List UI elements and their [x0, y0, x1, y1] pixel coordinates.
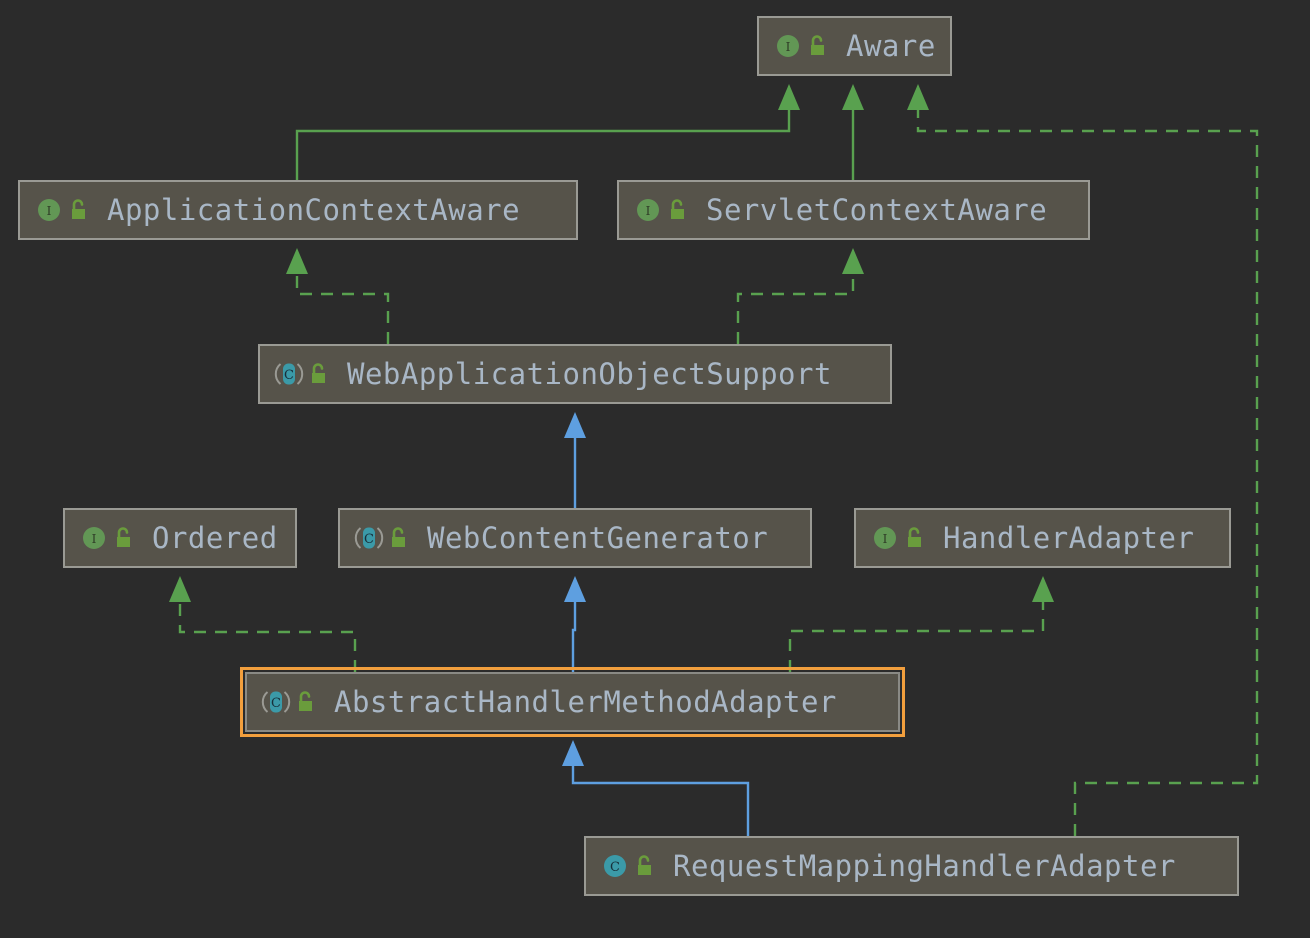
- edge-arrowhead-extends: [562, 740, 584, 766]
- public-unlocked-icon: [114, 526, 136, 550]
- class-node-label: Ordered: [152, 520, 278, 555]
- class-node-handlerAdapter[interactable]: I HandlerAdapter: [854, 508, 1231, 568]
- svg-text:I: I: [92, 532, 97, 546]
- class-node-label: AbstractHandlerMethodAdapter: [334, 684, 837, 719]
- public-unlocked-icon: [69, 198, 91, 222]
- abstract-class-icon: C: [261, 687, 291, 717]
- abstract-class-icon: C: [274, 359, 304, 389]
- edge-abstractHandlerMethodAdapter-to-ordered: [178, 602, 357, 672]
- svg-text:I: I: [786, 40, 791, 54]
- svg-text:C: C: [364, 532, 374, 547]
- class-node-webApplicationObjectSupport[interactable]: C WebApplicationObjectSupport: [258, 344, 892, 404]
- public-unlocked-icon: [309, 362, 331, 386]
- edge-webApplicationObjectSupport-to-applicationContextAware: [295, 274, 390, 344]
- edge-applicationContextAware-to-aware: [295, 110, 791, 180]
- class-node-servletContextAware[interactable]: I ServletContextAware: [617, 180, 1090, 240]
- class-node-label: ApplicationContextAware: [107, 192, 521, 227]
- edge-arrowhead-implements: [842, 248, 864, 274]
- interface-icon: I: [34, 195, 64, 225]
- abstract-class-icon: C: [354, 523, 384, 553]
- edge-arrowhead-implements: [907, 84, 929, 110]
- edge-arrowhead-extends: [842, 84, 864, 110]
- class-node-applicationContextAware[interactable]: I ApplicationContextAware: [18, 180, 578, 240]
- edge-arrowhead-implements: [286, 248, 308, 274]
- public-unlocked-icon: [389, 526, 411, 550]
- interface-icon: I: [773, 31, 803, 61]
- edge-abstractHandlerMethodAdapter-to-webContentGenerator: [571, 602, 577, 672]
- edge-arrowhead-extends: [778, 84, 800, 110]
- public-unlocked-icon: [808, 34, 830, 58]
- class-node-label: HandlerAdapter: [943, 520, 1195, 555]
- class-node-label: Aware: [846, 28, 936, 63]
- svg-text:I: I: [646, 204, 651, 218]
- svg-text:C: C: [284, 368, 294, 383]
- class-node-label: WebApplicationObjectSupport: [347, 356, 832, 391]
- class-node-ordered[interactable]: I Ordered: [63, 508, 297, 568]
- class-node-requestMappingHandlerAdapter[interactable]: C RequestMappingHandlerAdapter: [584, 836, 1239, 896]
- interface-icon: I: [79, 523, 109, 553]
- interface-icon: I: [870, 523, 900, 553]
- edge-webApplicationObjectSupport-to-servletContextAware: [736, 274, 855, 344]
- svg-text:C: C: [271, 696, 281, 711]
- edge-arrowhead-extends: [564, 576, 586, 602]
- interface-icon: I: [633, 195, 663, 225]
- class-node-aware[interactable]: I Aware: [757, 16, 952, 76]
- edge-requestMappingHandlerAdapter-to-abstractHandlerMethodAdapter: [571, 766, 750, 836]
- edge-arrowhead-implements: [169, 576, 191, 602]
- edge-arrowhead-extends: [564, 412, 586, 438]
- class-node-webContentGenerator[interactable]: C WebContentGenerator: [338, 508, 812, 568]
- svg-text:C: C: [610, 860, 620, 875]
- edge-abstractHandlerMethodAdapter-to-handlerAdapter: [788, 602, 1045, 672]
- class-node-label: RequestMappingHandlerAdapter: [673, 848, 1176, 883]
- class-node-label: WebContentGenerator: [427, 520, 769, 555]
- class-icon: C: [600, 851, 630, 881]
- edge-arrowhead-implements: [1032, 576, 1054, 602]
- public-unlocked-icon: [905, 526, 927, 550]
- svg-text:I: I: [47, 204, 52, 218]
- public-unlocked-icon: [296, 690, 318, 714]
- svg-text:I: I: [883, 532, 888, 546]
- class-node-abstractHandlerMethodAdapter[interactable]: C AbstractHandlerMethodAdapter: [240, 667, 905, 737]
- class-node-label: ServletContextAware: [706, 192, 1048, 227]
- public-unlocked-icon: [635, 854, 657, 878]
- public-unlocked-icon: [668, 198, 690, 222]
